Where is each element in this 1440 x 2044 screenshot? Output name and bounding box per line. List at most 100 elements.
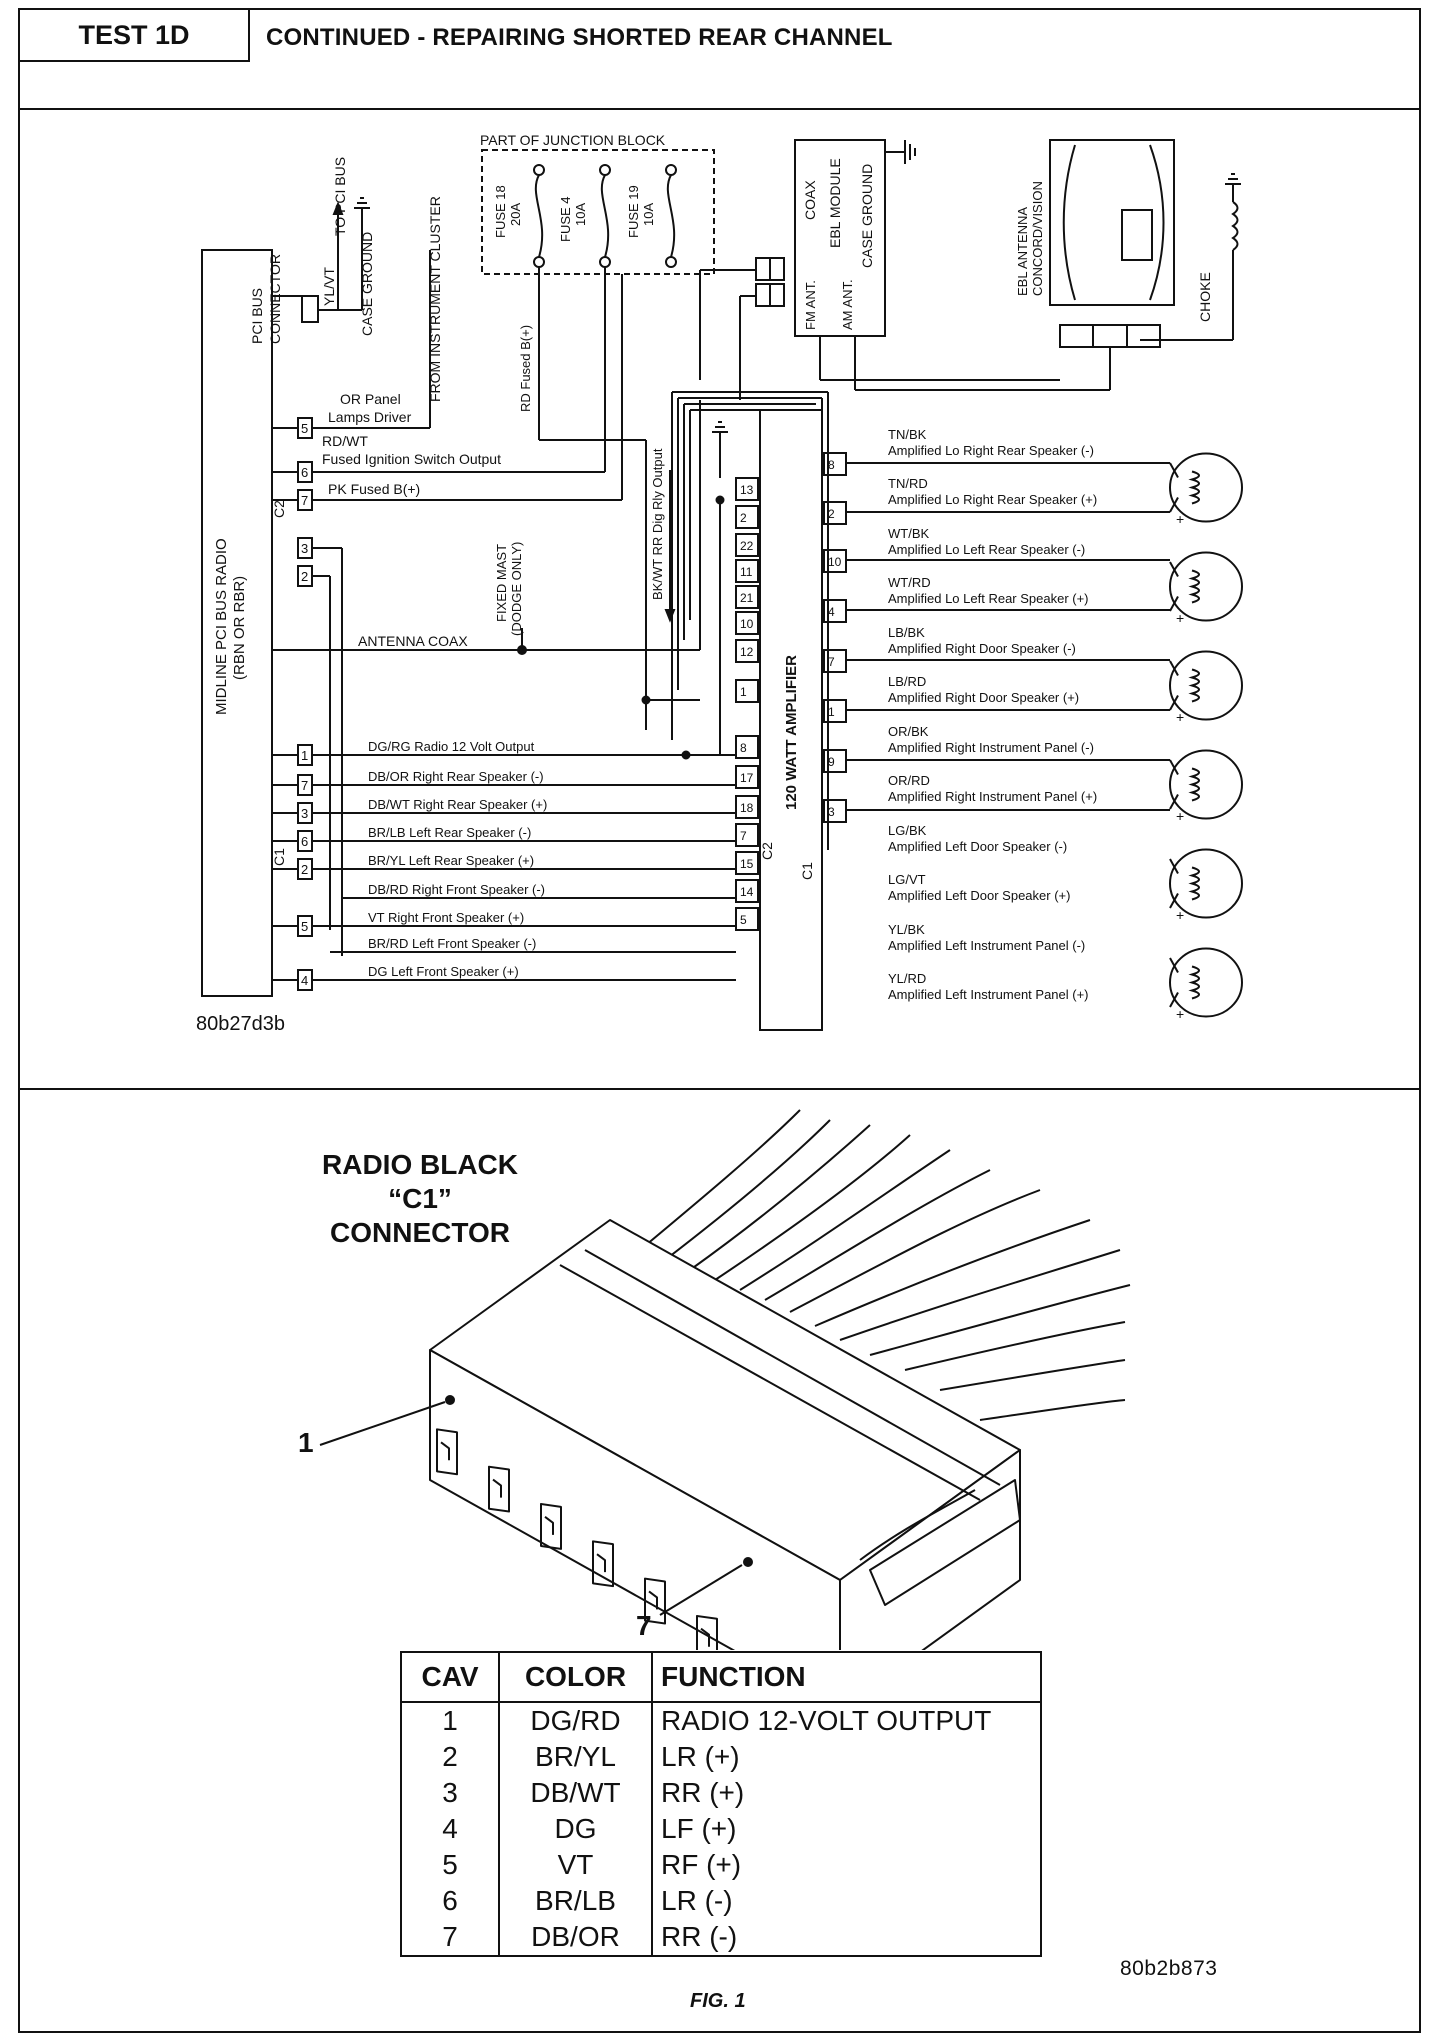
plus-icon: + <box>1176 610 1184 626</box>
connector-drawing: 1 7 <box>298 1109 1131 1650</box>
amp-pin-box <box>735 559 759 583</box>
fused-ignition-label: Fused Ignition Switch Output <box>322 451 501 467</box>
pci-connector-label-2: CONNECTOR <box>267 254 283 344</box>
fuse-19-label: FUSE 19 <box>626 185 641 238</box>
plus-icon: + <box>1176 511 1184 527</box>
amp-left-pin: 14 <box>740 885 754 899</box>
rd-fused-label: RD Fused B(+) <box>518 325 533 412</box>
figure-ref-code: 80b2b873 <box>1120 1957 1218 1980</box>
c1-pin: 6 <box>301 834 308 849</box>
amp-left-pin: 11 <box>740 565 753 579</box>
cavity-terminal <box>700 1627 710 1647</box>
amp-right-pin: 4 <box>828 605 835 619</box>
antenna-coax-label: ANTENNA COAX <box>358 633 468 649</box>
c1-wire-label: DB/RD Right Front Speaker (-) <box>368 882 545 897</box>
amp-right-pin: 9 <box>828 755 835 769</box>
col-function: FUNCTION <box>652 1652 1041 1703</box>
speaker-icon <box>1169 551 1243 622</box>
amp-pin-box <box>735 585 759 609</box>
junction-block-label: PART OF JUNCTION BLOCK <box>480 132 666 148</box>
cavity <box>644 1577 666 1625</box>
rd-wt-label: RD/WT <box>322 433 368 449</box>
function-cell: LR (-) <box>661 1885 733 1916</box>
c2-pin-6: 6 <box>301 465 308 480</box>
color-cell: BR/YL <box>499 1739 653 1775</box>
speaker-coil <box>1188 965 1200 1000</box>
amp-left-pin: 15 <box>740 857 754 871</box>
speaker-icon <box>1169 947 1243 1018</box>
c1-pin: 3 <box>301 806 308 821</box>
plus-icon: + <box>1176 808 1184 824</box>
function-cell: RF (+) <box>661 1849 742 1880</box>
amp-pin-box <box>735 611 759 635</box>
c1-wire-label: BR/YL Left Rear Speaker (+) <box>368 853 534 868</box>
bk-wt-label: BK/WT RR Dig Rly Output <box>650 448 665 600</box>
speaker-wire-color: OR/RD <box>888 773 930 788</box>
amp-left-pin: 22 <box>740 539 754 553</box>
amp-pin-box <box>735 765 759 789</box>
function-cell: RR (-) <box>661 1921 738 1952</box>
page-frame <box>18 8 1421 2033</box>
amp-right-pin: 7 <box>828 655 835 669</box>
lamps-driver-label: Lamps Driver <box>328 409 412 425</box>
speaker-wire-label: Amplified Left Door Speaker (-) <box>888 839 1067 854</box>
connector-cavities <box>436 1428 718 1650</box>
ebl-antenna-sub-label: CONCORD/VISION <box>1030 181 1045 296</box>
fixed-mast-label: FIXED MAST <box>494 544 509 622</box>
amp-left-pin: 10 <box>740 617 754 631</box>
callout-7: 7 <box>636 1610 652 1641</box>
header-divider <box>18 108 1421 110</box>
fuse-4-label: FUSE 4 <box>558 196 573 242</box>
speaker-wire-color: LG/BK <box>888 823 927 838</box>
speaker-lead <box>1169 992 1179 1008</box>
radio-c2-label: C2 <box>271 500 287 518</box>
function-cell: RR (+) <box>661 1777 745 1808</box>
speaker-wire-color: WT/BK <box>888 526 929 541</box>
speaker-lead <box>1169 561 1179 577</box>
color-cell: DG/RD <box>499 1702 653 1739</box>
choke-label: CHOKE <box>1197 272 1213 322</box>
speaker-wire-label: Amplified Lo Left Rear Speaker (-) <box>888 542 1085 557</box>
plus-icon: + <box>1176 907 1184 923</box>
cav-cell: 6 <box>401 1883 500 1919</box>
radio-sub-label: (RBN OR RBR) <box>231 576 248 680</box>
figure-caption: FIG. 1 <box>690 1990 746 2012</box>
case-ground-2-label: CASE GROUND <box>859 164 875 268</box>
c2-pin-7: 7 <box>301 493 308 508</box>
function-cell: LF (+) <box>661 1813 737 1844</box>
c2-pin-2: 2 <box>301 569 308 584</box>
c1-pin: 4 <box>301 973 308 988</box>
speaker-wire-color: LB/RD <box>888 674 926 689</box>
fixed-mast-sub-label: (DODGE ONLY) <box>509 542 524 636</box>
cavity-terminal <box>648 1590 658 1610</box>
speaker-wire-color: YL/RD <box>888 971 926 986</box>
speaker-wire-label: Amplified Right Door Speaker (-) <box>888 641 1076 656</box>
ebl-module-label: EBL MODULE <box>827 158 843 248</box>
amp-left-pin: 18 <box>740 801 754 815</box>
speaker-wire-label: Amplified Right Door Speaker (+) <box>888 690 1079 705</box>
cav-cell: 1 <box>401 1702 500 1739</box>
schematic-ref-code: 80b27d3b <box>196 1013 285 1035</box>
yl-vt-label: YL/VT <box>321 267 337 306</box>
speaker-coil <box>1188 866 1200 901</box>
radio-label: MIDLINE PCI BUS RADIO <box>213 538 230 715</box>
speaker-coil <box>1188 470 1200 505</box>
cav-cell: 4 <box>401 1811 500 1847</box>
speaker-lead <box>1169 893 1179 909</box>
speaker-coil <box>1188 668 1200 703</box>
or-panel-label: OR Panel <box>340 391 401 407</box>
speaker-coil <box>1188 569 1200 604</box>
speaker-wire-color: YL/BK <box>888 922 925 937</box>
page-title: CONTINUED - REPAIRING SHORTED REAR CHANN… <box>266 24 893 51</box>
amp-right-pin: 8 <box>828 458 835 472</box>
c1-wire-label: BR/RD Left Front Speaker (-) <box>368 936 536 951</box>
color-cell: BR/LB <box>499 1883 653 1919</box>
cavity <box>488 1465 510 1513</box>
coax-label: COAX <box>802 180 818 220</box>
radio-c1-label: C1 <box>271 848 287 866</box>
amp-left-pin: 21 <box>740 591 754 605</box>
speaker-wire-color: TN/BK <box>888 427 927 442</box>
